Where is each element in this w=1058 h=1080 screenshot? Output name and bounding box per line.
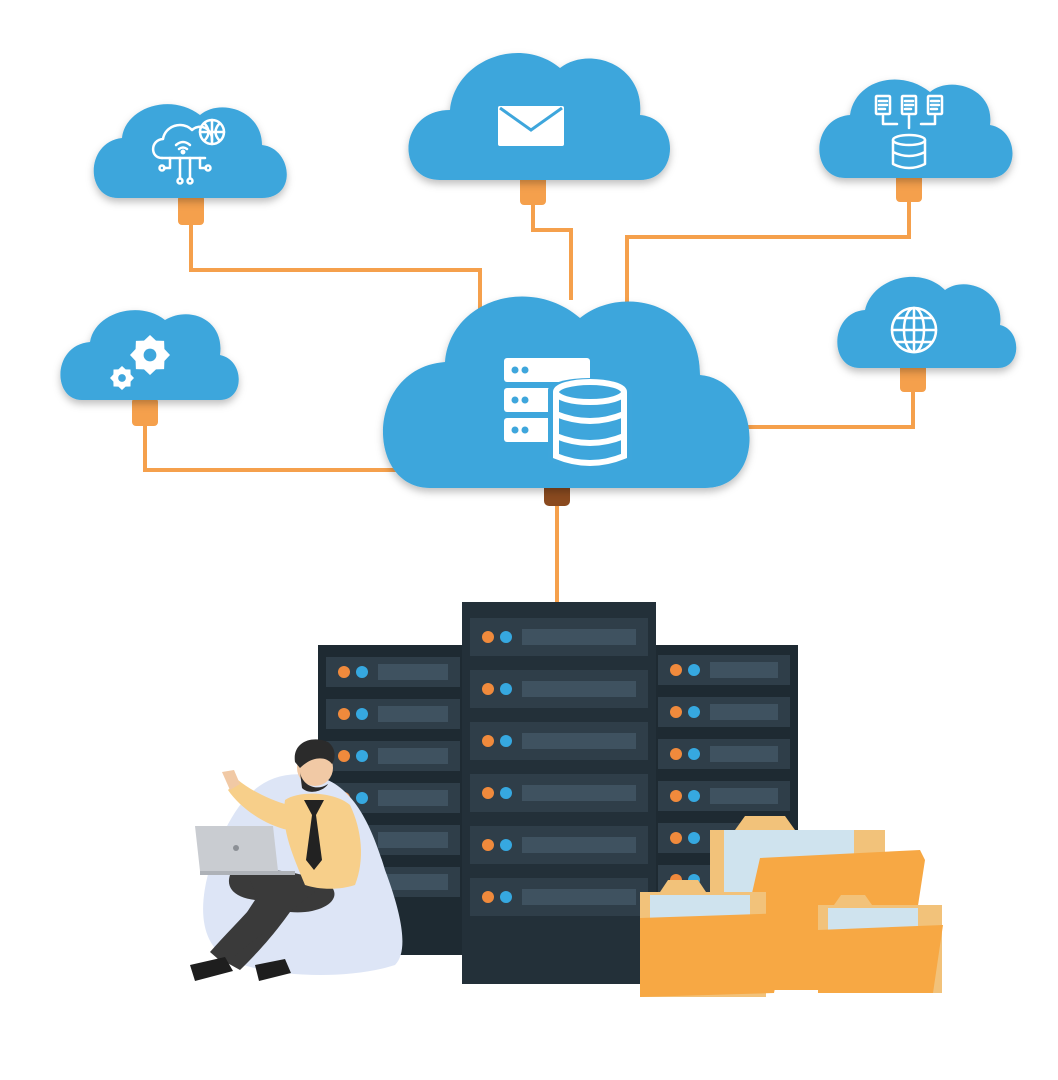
status-led-orange	[482, 735, 494, 747]
gears-icon	[110, 335, 170, 390]
folder-right	[818, 895, 943, 993]
status-led-orange	[338, 750, 350, 762]
server-unit	[326, 699, 460, 729]
server-unit	[658, 655, 790, 685]
status-led-blue	[688, 748, 700, 760]
status-led-blue	[688, 664, 700, 676]
server-unit	[470, 618, 648, 656]
server-rack-center	[462, 602, 656, 984]
globe-icon	[890, 306, 938, 354]
status-led-orange	[482, 683, 494, 695]
connector-settings-hub	[143, 425, 410, 472]
envelope-icon	[498, 106, 564, 146]
man-with-laptop	[190, 739, 403, 981]
connector-mail-hub	[531, 205, 573, 300]
status-led-blue	[356, 750, 368, 762]
documents-to-database-icon	[874, 94, 944, 170]
server-unit	[658, 697, 790, 727]
plug-settings	[132, 398, 158, 426]
status-led-blue	[500, 683, 512, 695]
server-unit	[658, 739, 790, 769]
status-led-blue	[500, 787, 512, 799]
plug-iot	[178, 195, 204, 225]
status-led-blue	[356, 708, 368, 720]
status-led-orange	[670, 790, 682, 802]
server-unit	[470, 670, 648, 708]
status-led-blue	[500, 631, 512, 643]
plug-mail	[520, 175, 546, 205]
server-unit	[470, 774, 648, 812]
cloud-data-ingest	[819, 79, 1013, 178]
connector-iot-hub	[189, 225, 482, 330]
status-led-blue	[500, 891, 512, 903]
plug-web	[900, 362, 926, 392]
status-led-blue	[356, 792, 368, 804]
status-led-blue	[688, 832, 700, 844]
status-led-orange	[482, 891, 494, 903]
server-unit	[470, 826, 648, 864]
status-led-blue	[688, 790, 700, 802]
status-led-orange	[482, 787, 494, 799]
status-led-orange	[338, 708, 350, 720]
status-led-blue	[500, 735, 512, 747]
iot-network-icon	[151, 118, 226, 185]
cloud-plugs	[132, 172, 926, 506]
server-unit	[470, 722, 648, 760]
cloud-iot	[93, 104, 287, 198]
status-led-orange	[338, 666, 350, 678]
status-led-blue	[356, 666, 368, 678]
status-led-orange	[482, 839, 494, 851]
laptop	[195, 826, 295, 875]
server-unit	[326, 657, 460, 687]
server-database-icon	[504, 358, 632, 470]
status-led-orange	[670, 664, 682, 676]
folder-left	[640, 880, 790, 997]
server-unit	[470, 878, 648, 916]
connector-web-hub	[740, 390, 915, 429]
status-led-blue	[688, 706, 700, 718]
server-unit	[658, 781, 790, 811]
status-led-orange	[670, 748, 682, 760]
status-led-orange	[670, 832, 682, 844]
connector-lines	[143, 200, 915, 605]
connector-data-hub	[625, 200, 911, 330]
server-unit	[326, 741, 460, 771]
cloud-web	[837, 276, 1017, 368]
status-led-orange	[482, 631, 494, 643]
status-led-blue	[500, 839, 512, 851]
folders	[640, 816, 943, 997]
plug-data	[896, 172, 922, 202]
status-led-orange	[670, 706, 682, 718]
